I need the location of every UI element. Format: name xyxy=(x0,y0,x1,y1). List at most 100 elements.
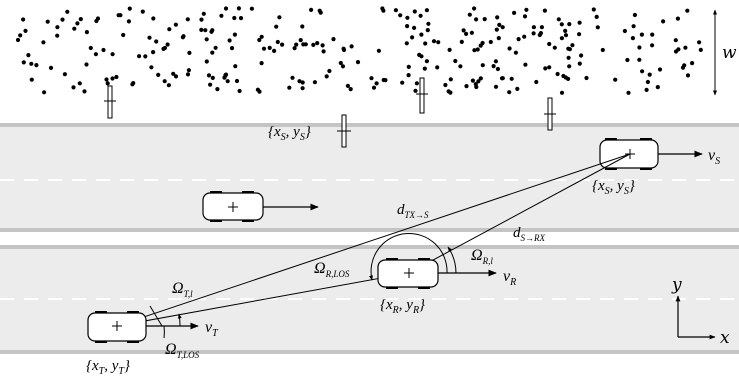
scatterer-dot xyxy=(233,64,238,69)
scatterer-dot xyxy=(493,59,498,64)
scatterer-dot xyxy=(21,17,26,22)
scatterer-dot xyxy=(369,76,374,81)
moving-scatterer-velocity-label: vS xyxy=(708,147,720,167)
scatterer-dot xyxy=(531,31,536,36)
scatterer-dot xyxy=(500,76,505,81)
scatterer-dot xyxy=(210,75,215,80)
scatterer-dot xyxy=(203,28,208,33)
scatterer-dot xyxy=(29,61,34,66)
scatterer-dot xyxy=(383,78,388,83)
scatterer-dot xyxy=(151,50,156,55)
transmitter-position-label: {xT, yT} xyxy=(86,358,130,377)
scatterer-dot xyxy=(644,87,649,92)
scatterer-dot xyxy=(538,30,544,36)
scatterer-dot xyxy=(423,41,428,46)
scatterer-dot xyxy=(480,63,485,68)
scatterer-dot xyxy=(93,52,98,57)
scatterer-dot xyxy=(491,64,496,69)
scatterer-dot xyxy=(77,81,82,86)
receiver-los-angle-arc xyxy=(369,232,448,281)
scatterer-dot xyxy=(259,61,264,66)
scatterer-dot xyxy=(376,48,381,53)
scatterer-dot xyxy=(34,63,39,68)
scatterer-dot xyxy=(315,41,320,46)
scatterer-dot xyxy=(48,65,54,70)
scatterer-dot xyxy=(130,82,135,87)
scatterer-dot xyxy=(137,54,142,59)
scatterer-dot xyxy=(225,79,230,84)
scatterer-dot xyxy=(338,60,343,66)
scatterer-dot xyxy=(110,76,115,81)
scatterer-dot xyxy=(567,64,572,69)
scatterer-dot xyxy=(110,52,115,57)
scatterer-dot xyxy=(673,38,678,43)
path-los xyxy=(116,272,410,327)
scatterer-dot xyxy=(685,73,691,78)
scatterer-dot xyxy=(300,80,305,85)
transmitter-velocity-label: vT xyxy=(205,319,219,339)
scatterer-dot xyxy=(340,64,346,69)
scatterer-dot xyxy=(171,71,176,76)
x-axis-label: x xyxy=(720,328,730,348)
scatterer-dot xyxy=(275,39,280,45)
scatterer-dot xyxy=(567,47,573,52)
scatterer-dot xyxy=(280,42,285,47)
scatterer-dot xyxy=(625,57,630,63)
scatterer-dot xyxy=(126,19,131,24)
scatterer-dot xyxy=(219,13,224,18)
scatterer-dot xyxy=(448,77,453,82)
scatterer-dot xyxy=(147,35,152,40)
distance-scatterer-rx-label: dS→RX xyxy=(513,225,545,243)
scatterer-dot xyxy=(559,36,565,41)
scatterer-dot xyxy=(495,66,500,72)
scatterer-dot xyxy=(475,47,480,52)
scatterer-dot xyxy=(690,61,695,66)
y-axis-label: y xyxy=(671,275,682,295)
scatterer-dot xyxy=(348,87,353,92)
scatterer-dot xyxy=(213,45,218,50)
scatterer-dot xyxy=(185,17,190,22)
scatterer-dot xyxy=(493,84,499,89)
receiver-position-label: {xR, yR} xyxy=(380,297,425,316)
scatterer-dot xyxy=(317,8,322,13)
scatterer-dot xyxy=(257,37,262,43)
scatterer-dot xyxy=(563,28,568,33)
scatterer-dot xyxy=(534,79,539,85)
scatterer-dot xyxy=(591,7,596,12)
scatterer-dot xyxy=(18,33,23,38)
scatterer-dot xyxy=(297,79,302,84)
scatterer-dot xyxy=(374,81,379,86)
scatterer-dot xyxy=(426,21,431,26)
scatterer-dot xyxy=(259,34,264,39)
scatterer-dot xyxy=(165,42,170,47)
scatterer-dot xyxy=(406,64,411,69)
scatterer-dot xyxy=(161,46,166,52)
scatterer-dot xyxy=(303,42,308,47)
scatterer-dot xyxy=(274,24,279,29)
scatterer-dot xyxy=(513,50,519,55)
scatterer-dot xyxy=(595,25,600,30)
scatterer-dot xyxy=(436,40,441,45)
scatterer-dot xyxy=(410,35,415,40)
scatterer-dot xyxy=(458,64,463,69)
scatterer-dot xyxy=(105,81,110,86)
scatterer-dot xyxy=(495,15,500,20)
scatterer-dot xyxy=(577,32,582,37)
scatterer-dot xyxy=(62,72,67,77)
scatterer-dot xyxy=(398,13,403,18)
distance-tx-scatterer-label: dTX→S xyxy=(397,202,429,220)
scatterer-dot xyxy=(497,22,502,27)
scatterer-dot xyxy=(84,62,89,67)
scatterer-dot xyxy=(425,28,430,33)
scatterer-dot xyxy=(645,79,651,85)
scatterer-dot xyxy=(143,54,148,59)
scatterer-dot xyxy=(311,42,316,48)
scatterer-dot xyxy=(531,25,537,30)
scatterer-dot xyxy=(94,18,99,24)
scatterer-dot xyxy=(331,37,336,42)
scatterer-dot xyxy=(496,36,501,41)
other-vehicle xyxy=(202,191,264,222)
scatterer-dot xyxy=(312,80,317,85)
scatterer-dot xyxy=(412,25,417,30)
scatterer-dot xyxy=(418,13,423,18)
